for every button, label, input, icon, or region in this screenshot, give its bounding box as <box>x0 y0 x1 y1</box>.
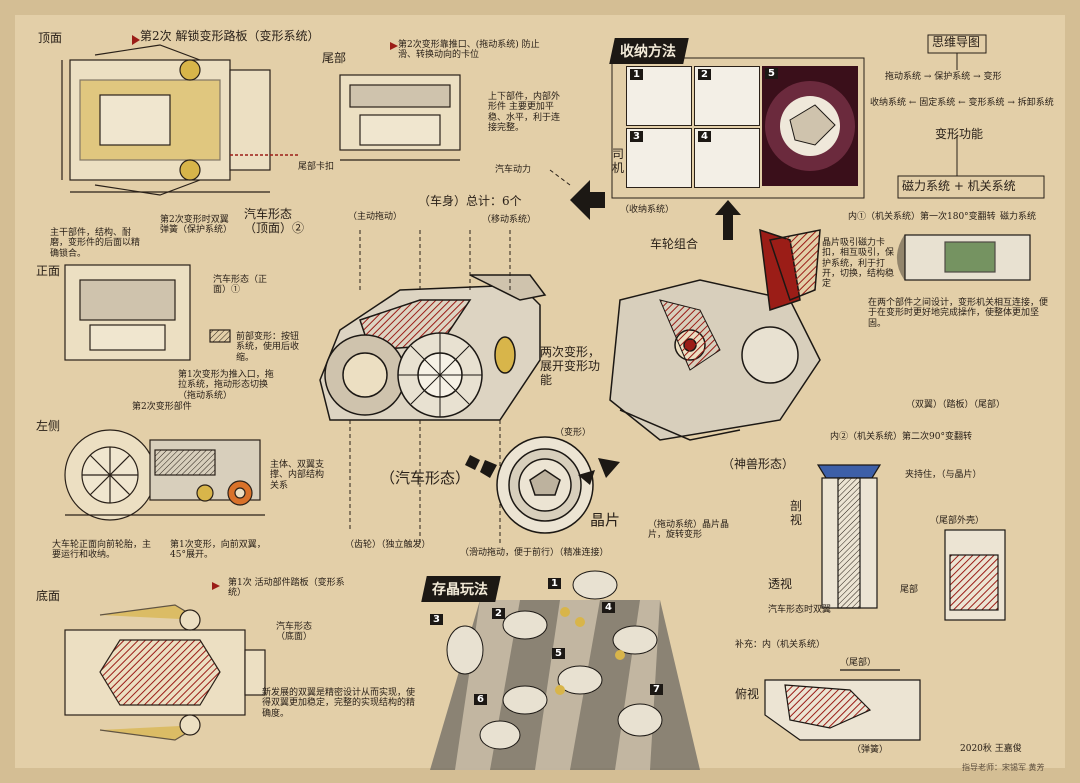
mind-map-line-2: 收纳系统 ← 固定系统 ← 变形系统 → 拆卸系统 <box>870 98 1054 108</box>
note-base-2: 汽车形态（底面） <box>276 622 313 643</box>
storage-banner: 收纳方法 <box>609 38 689 64</box>
center-total: （车身）总计：6个 <box>418 194 522 208</box>
bottom-view-label: 俯视 <box>735 687 760 701</box>
note-front-1: 汽车形态（正面）① <box>213 275 268 296</box>
front-view-drawing <box>64 264 231 361</box>
inner-supp: 补充：内（机关系统） <box>735 640 826 650</box>
note-left-3: 大车轮正面向前轮胎，主要运行和收纳。 <box>52 540 152 561</box>
tail-label: （尾部） <box>840 658 877 668</box>
chip-step-number: 4 <box>602 602 615 613</box>
two-transforms-label: 两次变形，展开变形功能 <box>540 345 601 387</box>
inner-car: 汽车形态时双翼 <box>768 605 832 615</box>
storage-step-number: 5 <box>765 68 778 79</box>
inner-tail: 尾部 <box>900 585 919 595</box>
chip-banner: 存晶玩法 <box>421 576 501 602</box>
mind-map-line-1: 拖动系统 → 保护系统 → 变形 <box>885 72 1002 82</box>
chip-step-number: 6 <box>474 694 487 705</box>
view-label-top: 顶面 <box>38 31 63 45</box>
magnet-side: 磁力系统 <box>1000 212 1037 222</box>
top-view-drawing <box>61 44 271 196</box>
note-left-1: 第2次变形部件 <box>132 402 192 412</box>
inner-mechanism-drawing <box>816 464 1006 621</box>
note-left-4: 第1次变形，向前双翼，45°展开。 <box>170 540 266 561</box>
storage-system-label: （收纳系统） <box>620 205 675 215</box>
note-front-2: 前部变形：按钮系统，使用后收缩。 <box>236 332 300 363</box>
car-form-drawing <box>319 274 547 421</box>
view-label-front: 正面 <box>36 264 61 278</box>
tail-drawing <box>764 669 921 741</box>
storage-side-label: 司机 <box>612 147 625 175</box>
spring-label: （弹簧） <box>852 745 889 755</box>
inner-side: 夹持住，（与晶片） <box>905 470 982 480</box>
transform-arrow-marks <box>465 455 620 485</box>
note-rear-side: 上下部件，内部外形件 主要更加平稳、水平，利于连接完整。 <box>488 92 561 134</box>
magnet-module-drawing <box>896 234 1031 281</box>
wheel-group-label: 车轮组合 <box>650 237 699 251</box>
rear-view-drawing <box>339 74 461 161</box>
storage-step-panel: 3 <box>626 128 692 188</box>
note-base-3: 新发展的双翼是精密设计从而实现，使得双翼更加稳定，完整的实现结构的精确度。 <box>262 688 416 719</box>
mind-map-lines <box>897 34 1045 199</box>
beast-form-drawing <box>609 228 821 441</box>
storage-step-panel: 2 <box>694 66 760 126</box>
mind-map-title: 思维导图 <box>932 35 981 49</box>
chip-step-number: 7 <box>650 684 663 695</box>
chip-step-number: 1 <box>548 578 561 589</box>
note-rear-fit: 汽车动力 <box>495 165 532 175</box>
inner-note: 内②（机关系统）第二次90°变翻转 <box>830 432 972 442</box>
lower-left-note: （齿轮）（独立触发） <box>345 540 431 550</box>
red-flag-markers <box>132 35 398 590</box>
beast-form-label: （神兽形态） <box>722 457 795 471</box>
center-move: （移动系统） <box>482 215 537 225</box>
chip-step-number: 5 <box>552 648 565 659</box>
storage-final-burst <box>762 66 858 186</box>
left-view-drawing <box>64 429 265 521</box>
view-label-left: 左侧 <box>36 419 61 433</box>
signature: 2020秋 王嘉俊 <box>960 744 1022 754</box>
crystal-label: 晶片 <box>590 511 621 529</box>
magnet-note: 内①（机关系统）第一次180°变翻转 <box>848 212 996 222</box>
transform-label: （变形） <box>555 428 592 438</box>
note-second-transform: 第2次 解锁变形路板（变形系统） <box>140 29 320 43</box>
inner-cut-label: 剖视 <box>790 499 803 527</box>
note-side: 第2次变形时双翼弹簧（保护系统） <box>160 215 233 236</box>
base-view-drawing <box>64 604 266 741</box>
crystal-note: （拖动系统）晶片晶片，旋转变形 <box>648 520 730 541</box>
mind-map-line-3: 变形功能 <box>935 127 984 141</box>
note-car-form-top: 汽车形态（顶面）② <box>244 207 305 235</box>
inner-persp: 透视 <box>768 577 793 591</box>
note-main-part: 主干部件，结构、耐磨，变形件的后面以精确锁合。 <box>50 228 141 259</box>
mind-map-line-4: 磁力系统 + 机关系统 <box>902 179 1016 193</box>
center-drive: （主动拖动） <box>348 212 403 222</box>
inner-rear: （尾部外壳） <box>930 516 985 526</box>
drive-note: （滑动拖动，便于前行）（精准连接） <box>460 548 609 558</box>
note-rear: 第2次变形靠推口、(拖动系统) 防止滑、转换动向的卡位 <box>398 40 540 61</box>
storage-step-panel: 4 <box>694 128 760 188</box>
icon-labels: （双翼）（踏板）（尾部） <box>906 400 1006 410</box>
view-label-rear: 尾部 <box>322 51 347 65</box>
note-base-1: 第1次 活动部件踏板（变形系统） <box>228 578 345 599</box>
magnet-small: 晶片吸引磁力卡扣，相互吸引，保护系统，利于打开，切换，结构稳定 <box>822 238 895 290</box>
chip-coins <box>555 607 625 695</box>
note-left-2: 主体、双翼支撑、内部结构关系 <box>270 460 325 491</box>
advisor-line: 指导老师：宋锡军 黄芳 <box>962 763 1045 772</box>
chip-figures <box>446 570 663 750</box>
note-tail-lock: 尾部卡扣 <box>298 162 335 172</box>
view-label-base: 底面 <box>36 589 61 603</box>
direction-arrows <box>570 180 741 240</box>
note-front-3: 第1次变形为推入口，拖拉系统，拖动形态切换（拖动系统） <box>178 370 274 401</box>
crystal-chip-drawing <box>496 436 594 534</box>
car-form-label: （汽车形态） <box>380 469 471 487</box>
storage-step-panel: 1 <box>626 66 692 126</box>
chip-step-number: 3 <box>430 614 443 625</box>
magnet-detail: 在两个部件之间设计，变形机关相互连接，便于在变形时更好地完成操作，使整体更加坚固… <box>868 298 1049 329</box>
chip-step-number: 2 <box>492 608 505 619</box>
